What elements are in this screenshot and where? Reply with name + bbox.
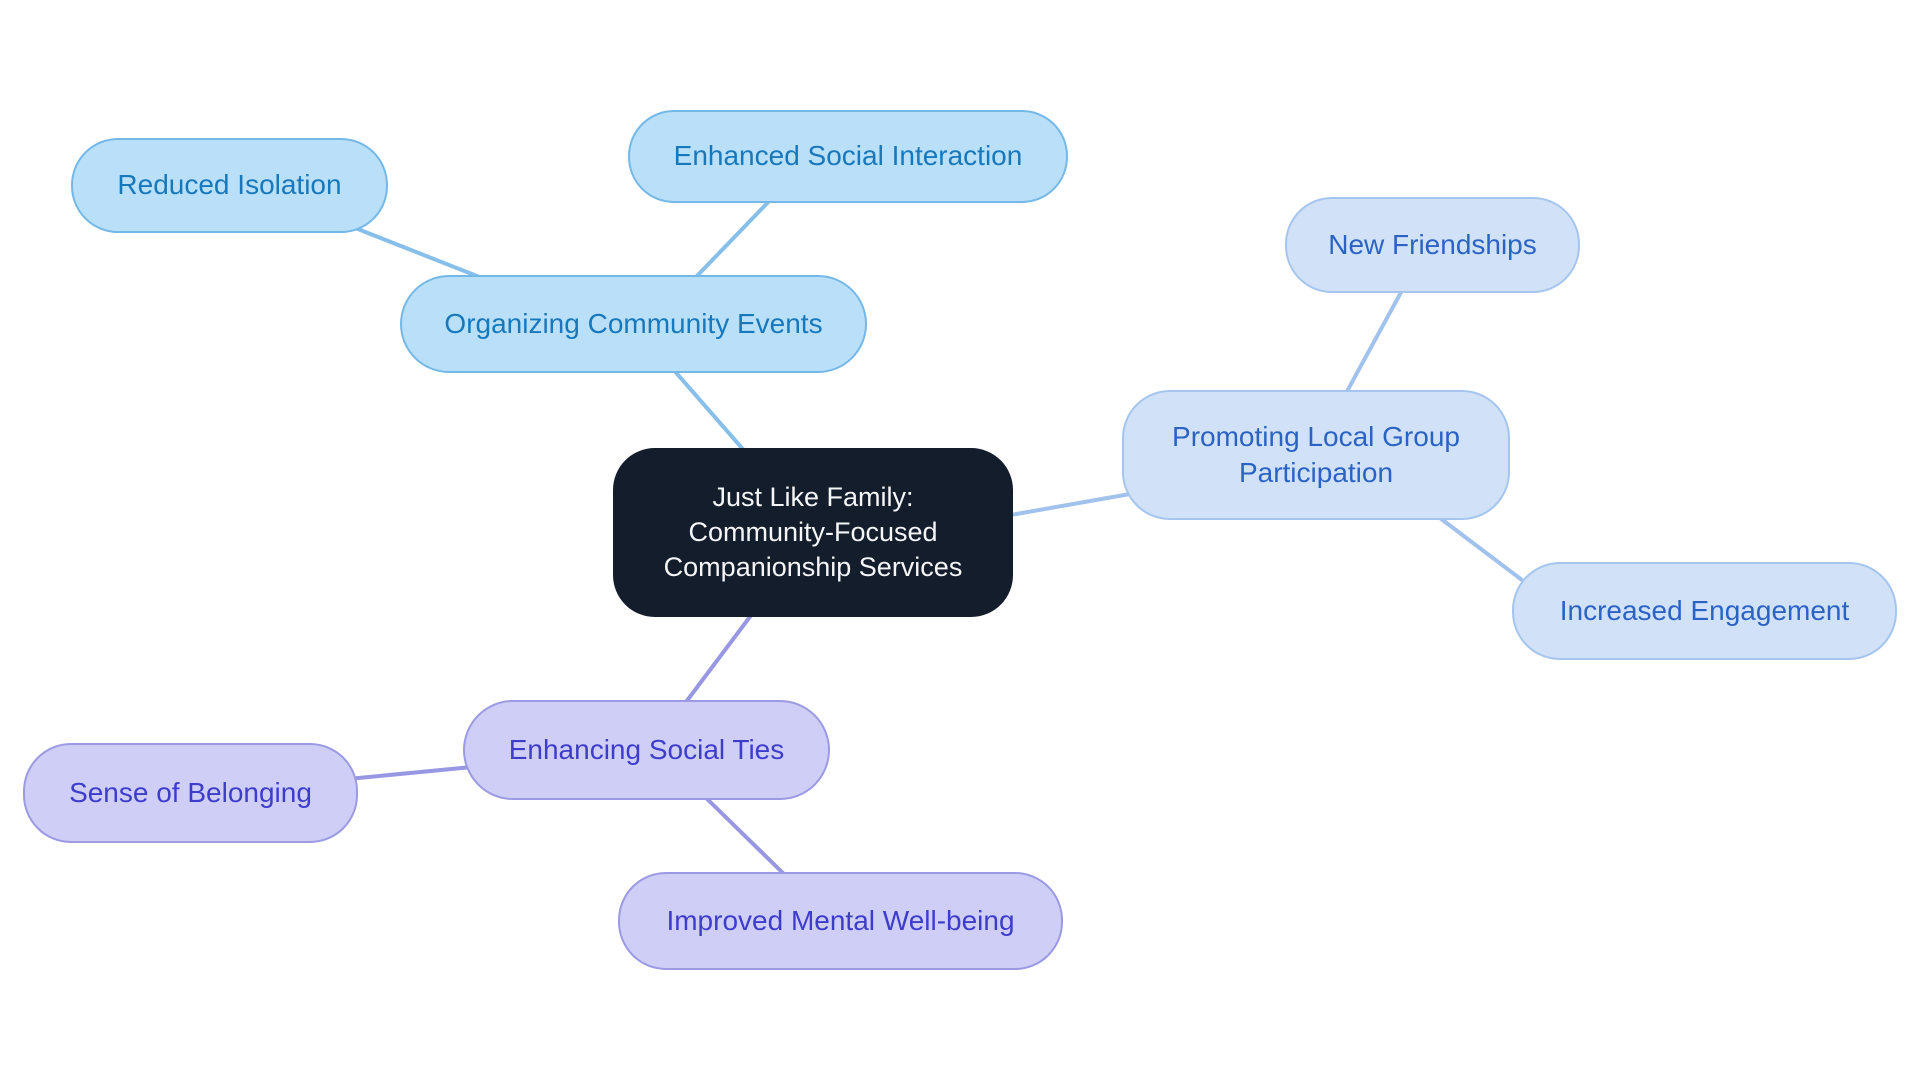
child-node-new-friendships[interactable]: New Friendships: [1285, 197, 1580, 293]
child-node-reduced-isolation[interactable]: Reduced Isolation: [71, 138, 388, 233]
edge-root-to-promoting-local-group-participation: [1003, 492, 1132, 518]
child-node-increased-engagement[interactable]: Increased Engagement: [1512, 562, 1897, 660]
root-node-just-like-family[interactable]: Just Like Family: Community-Focused Comp…: [613, 448, 1013, 617]
child-node-sense-of-belonging[interactable]: Sense of Belonging: [23, 743, 358, 843]
edge-enhanced-social-interaction-to-organizing-community-events: [693, 193, 777, 280]
edge-enhancing-social-ties-to-improved-mental-well-being: [698, 790, 790, 880]
edge-sense-of-belonging-to-enhancing-social-ties: [346, 765, 474, 781]
branch-node-promoting-local-group-participation[interactable]: Promoting Local Group Participation: [1122, 390, 1510, 520]
edge-reduced-isolation-to-organizing-community-events: [338, 220, 484, 280]
child-node-enhanced-social-interaction[interactable]: Enhanced Social Interaction: [628, 110, 1068, 203]
branch-node-organizing-community-events[interactable]: Organizing Community Events: [400, 275, 867, 373]
edge-new-friendships-to-promoting-local-group-participation: [1343, 283, 1407, 397]
edge-root-to-enhancing-social-ties: [681, 608, 757, 708]
edge-promoting-local-group-participation-to-increased-engagement: [1430, 510, 1524, 582]
child-node-improved-mental-well-being[interactable]: Improved Mental Well-being: [618, 872, 1063, 970]
branch-node-enhancing-social-ties[interactable]: Enhancing Social Ties: [463, 700, 830, 800]
edge-organizing-community-events-to-root: [670, 366, 750, 457]
